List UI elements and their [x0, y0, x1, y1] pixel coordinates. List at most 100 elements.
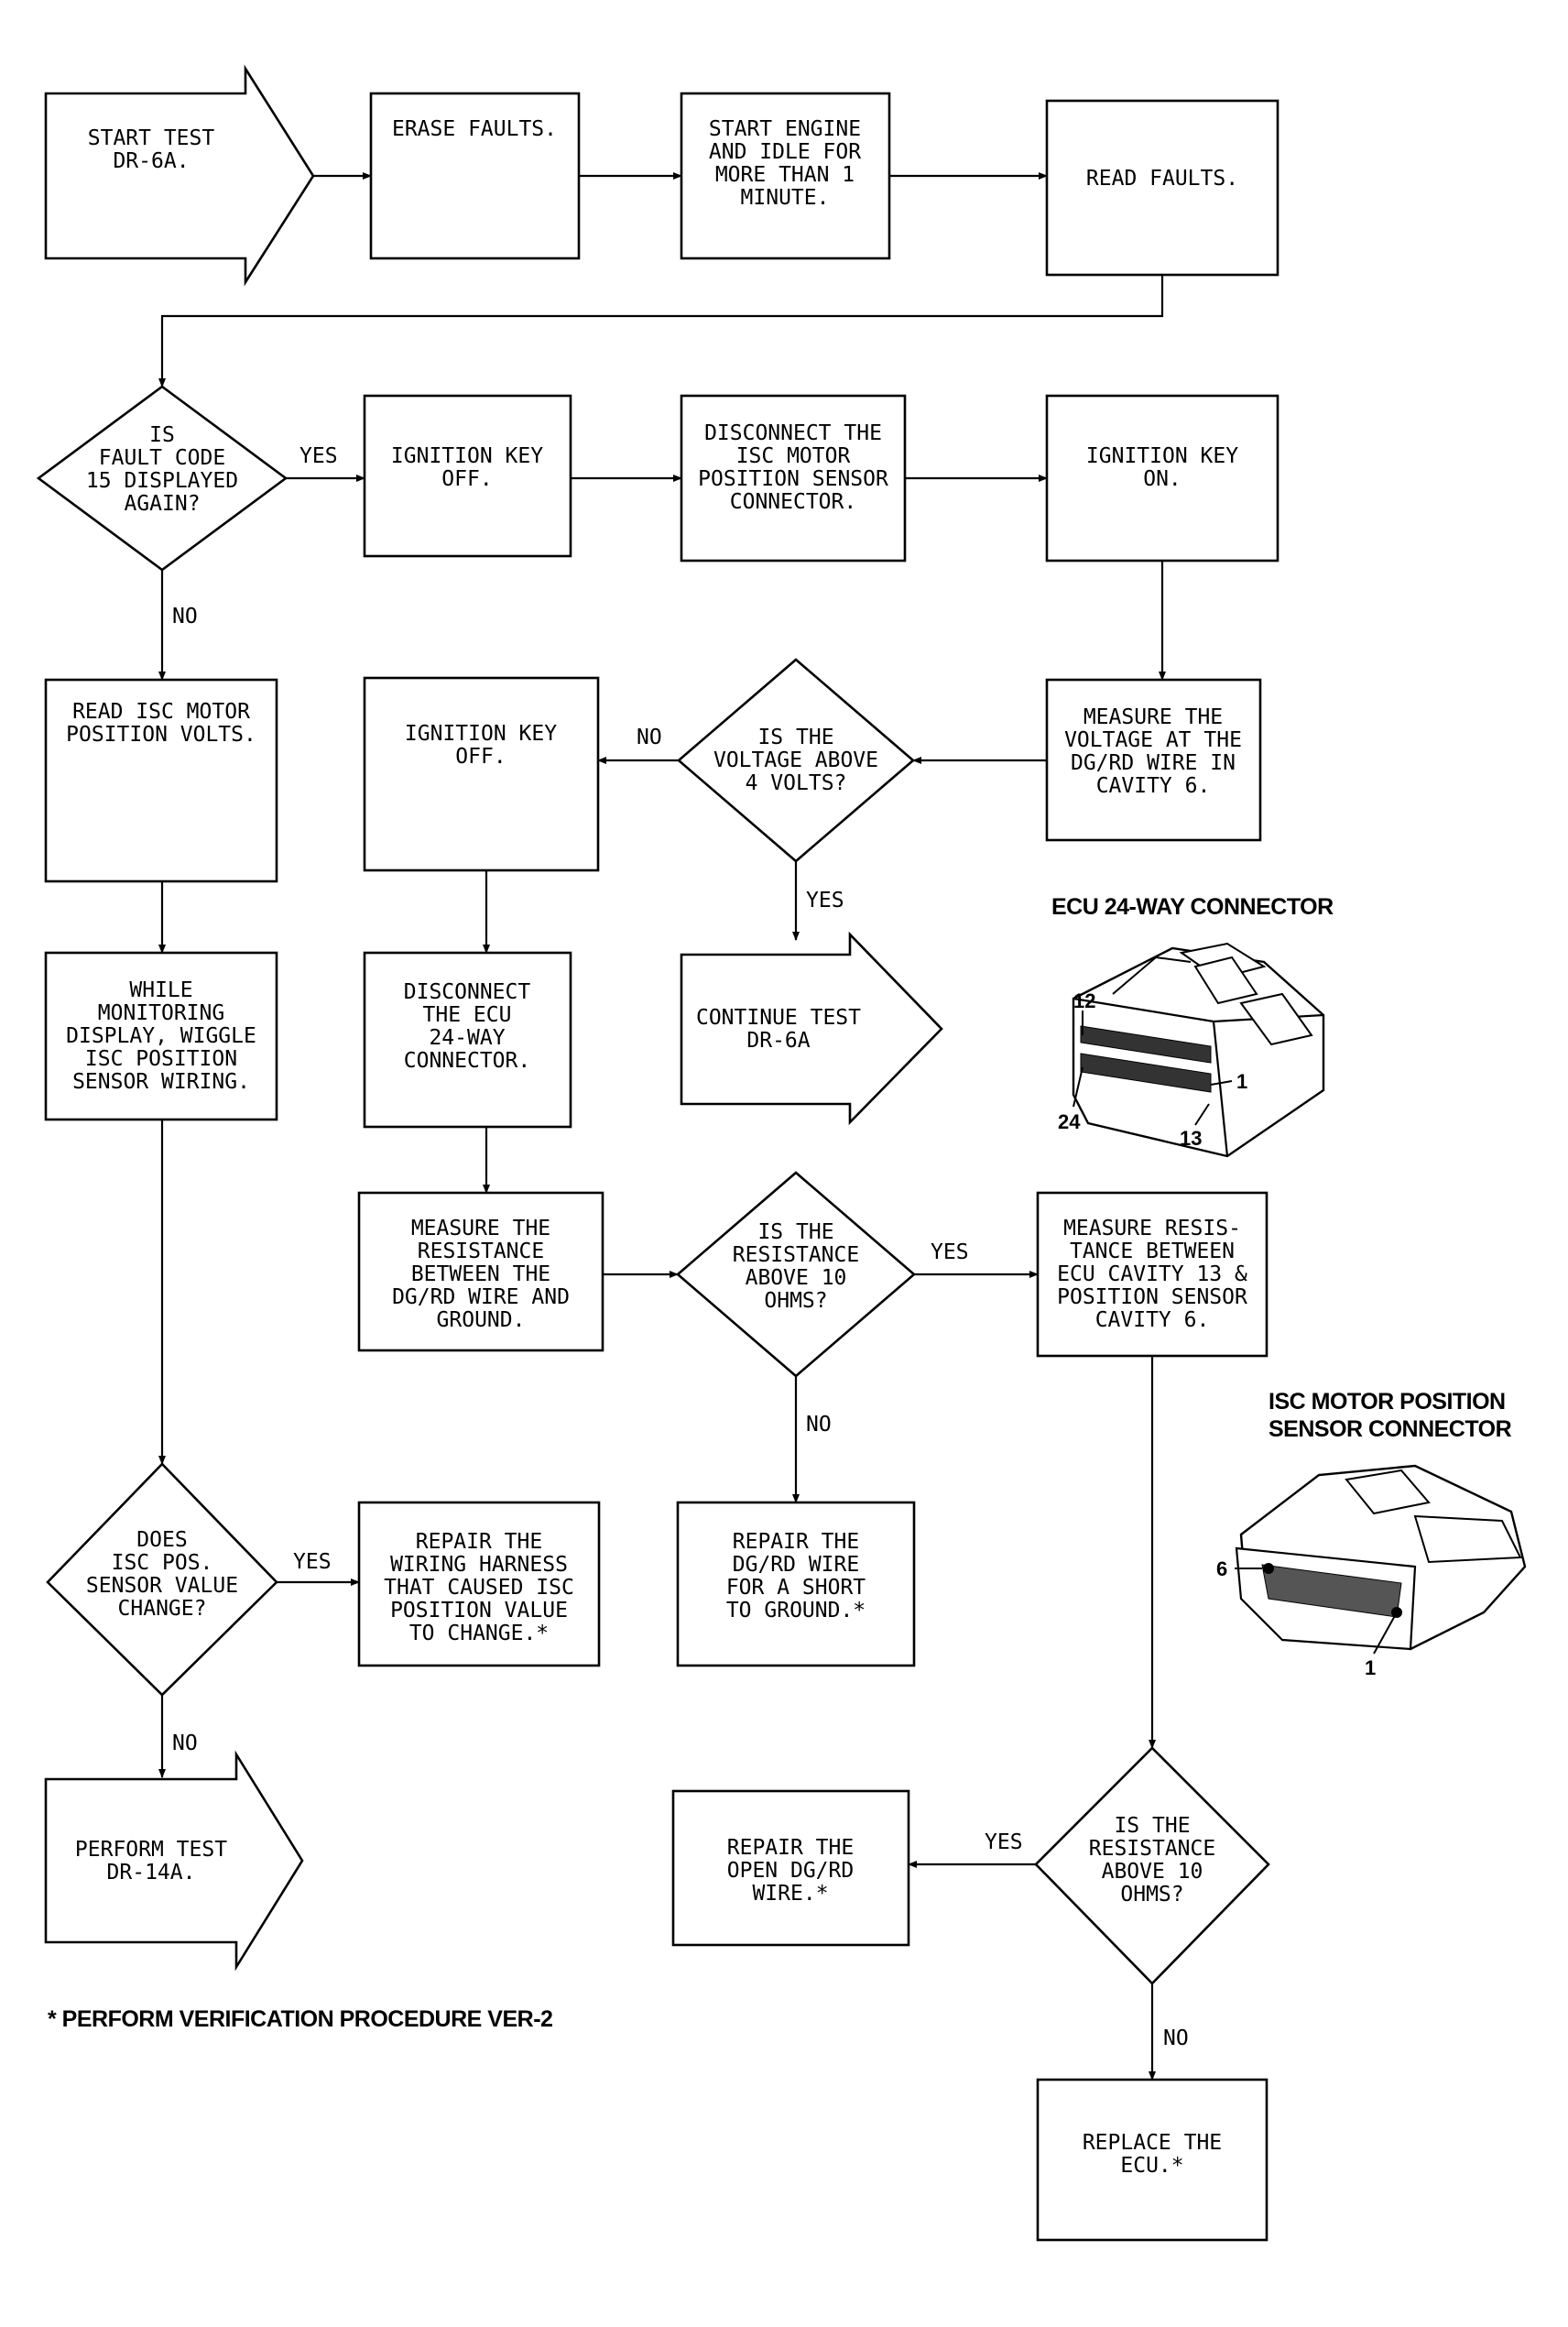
- yes-label-fault: YES: [299, 444, 338, 468]
- verification-footnote: * PERFORM VERIFICATION PROCEDURE VER-2: [48, 2006, 552, 2032]
- disconnect-isc-line-3: POSITION SENSOR: [698, 467, 888, 491]
- continue-test-terminal: [680, 931, 943, 1126]
- isc-change-line-4: CHANGE?: [118, 1597, 207, 1621]
- ecu-pin-12: 12: [1073, 989, 1095, 1012]
- repair-short-line-1: REPAIR THE: [733, 1530, 859, 1554]
- measure-res-line-3: BETWEEN THE: [411, 1262, 550, 1286]
- ignition-off-box-1: [363, 394, 572, 558]
- repair-open-line-1: REPAIR THE: [727, 1836, 854, 1860]
- res-above-2-line-1: IS THE: [1114, 1814, 1190, 1838]
- resistance-decision-1: [676, 1171, 916, 1378]
- yes-label-resistance-2: YES: [985, 1830, 1023, 1854]
- ign-off-2-line-1: IGNITION KEY: [405, 722, 557, 746]
- repair-harness-line-1: REPAIR THE: [416, 1530, 542, 1554]
- wiggle-monitor-box: [44, 951, 278, 1121]
- erase-line-1: ERASE FAULTS.: [392, 117, 557, 141]
- ecu-pin-24: 24: [1058, 1110, 1081, 1133]
- res-above-1-line-2: RESISTANCE: [733, 1243, 859, 1267]
- continue-line-2: DR-6A: [746, 1029, 810, 1053]
- yes-label-isc-change: YES: [293, 1550, 332, 1574]
- repair-short-line-3: FOR A SHORT: [726, 1576, 866, 1600]
- ign-off-1-line-2: OFF.: [441, 467, 492, 491]
- measure-volt-line-4: CAVITY 6.: [1096, 774, 1211, 798]
- read-faults-text: READ FAULTS.: [1086, 167, 1238, 191]
- repair-harness-line-5: TO CHANGE.*: [409, 1622, 549, 1645]
- no-label-isc-change: NO: [172, 1732, 198, 1755]
- resistance-decision-2: [1034, 1746, 1270, 1985]
- isc-change-line-1: DOES: [136, 1528, 187, 1552]
- start-test-terminal: [44, 64, 315, 287]
- flow-shapes: [36, 64, 1279, 2242]
- isc-connector-title-line1: ISC MOTOR POSITION: [1269, 1389, 1506, 1415]
- voltage-decision: [677, 658, 915, 863]
- fault15-line-1: IS: [149, 423, 175, 447]
- repair-open-line-3: WIRE.*: [752, 1882, 828, 1906]
- replace-ecu-line-2: ECU.*: [1120, 2154, 1183, 2178]
- monitor-line-3: DISPLAY, WIGGLE: [66, 1024, 256, 1048]
- fault15-line-2: FAULT CODE: [99, 446, 225, 470]
- read-isc-box: [44, 678, 278, 883]
- disconnect-isc-line-1: DISCONNECT THE: [704, 421, 882, 445]
- volt-above-line-1: IS THE: [757, 726, 833, 749]
- erase-faults-text: ERASE FAULTS.: [392, 117, 557, 141]
- res-above-1-line-1: IS THE: [757, 1220, 833, 1244]
- measure-voltage-box: [1045, 678, 1262, 842]
- monitor-line-2: MONITORING: [98, 1001, 224, 1025]
- measure-volt-line-1: MEASURE THE: [1083, 705, 1223, 729]
- fault-code-decision: [36, 385, 289, 572]
- erase-faults-box: [369, 92, 581, 260]
- repair-harness-box: [357, 1501, 601, 1667]
- disconnect-ecu-line-2: THE ECU: [423, 1003, 512, 1027]
- repair-harness-line-2: WIRING HARNESS: [390, 1553, 568, 1577]
- read-faults-line-1: READ FAULTS.: [1086, 167, 1238, 191]
- fault15-line-3: 15 DISPLAYED: [86, 469, 238, 493]
- perform-test-terminal: [44, 1750, 304, 1972]
- measure-res-ecu-line-1: MEASURE RESIS-: [1063, 1217, 1241, 1240]
- start-engine-line-2: AND IDLE FOR: [709, 140, 861, 164]
- start-engine-box: [680, 92, 891, 260]
- disconnect-ecu-line-4: CONNECTOR.: [404, 1049, 530, 1073]
- repair-short-line-2: DG/RD WIRE: [733, 1553, 859, 1577]
- measure-res-line-5: GROUND.: [437, 1308, 526, 1332]
- isc-change-decision: [46, 1462, 278, 1697]
- ecu-connector-illustration: ECU 24-WAY CONNECTOR 12 24 1 13: [1051, 894, 1334, 1158]
- start-line-1: START TEST: [88, 126, 215, 150]
- res-above-1-line-3: ABOVE 10: [746, 1266, 847, 1290]
- repair-short-line-4: TO GROUND.*: [726, 1599, 866, 1622]
- continue-line-1: CONTINUE TEST: [696, 1006, 861, 1030]
- fault15-line-4: AGAIN?: [124, 492, 200, 516]
- perform-14a-line-1: PERFORM TEST: [75, 1838, 227, 1862]
- flow-connectors: [158, 172, 1166, 2081]
- measure-res-ecu-line-3: ECU CAVITY 13 &: [1057, 1262, 1247, 1286]
- yes-label-voltage: YES: [806, 889, 844, 912]
- start-line-2: DR-6A.: [113, 149, 189, 173]
- res-above-2-line-3: ABOVE 10: [1102, 1860, 1203, 1884]
- monitor-line-4: ISC POSITION: [85, 1047, 237, 1071]
- res-above-2-line-2: RESISTANCE: [1089, 1837, 1215, 1861]
- no-label-resistance-1: NO: [806, 1413, 832, 1437]
- repair-harness-line-4: POSITION VALUE: [390, 1599, 568, 1622]
- measure-res-ecu-line-4: POSITION SENSOR: [1057, 1285, 1247, 1309]
- start-engine-line-1: START ENGINE: [709, 117, 861, 141]
- repair-open-line-2: OPEN DG/RD: [727, 1859, 854, 1883]
- repair-open-box: [671, 1789, 910, 1947]
- ecu-pin-1: 1: [1236, 1070, 1247, 1093]
- isc-connector-illustration: ISC MOTOR POSITION SENSOR CONNECTOR 6 1: [1216, 1389, 1527, 1679]
- read-isc-line-2: POSITION VOLTS.: [66, 723, 256, 747]
- ignition-off-box-2: [363, 676, 600, 872]
